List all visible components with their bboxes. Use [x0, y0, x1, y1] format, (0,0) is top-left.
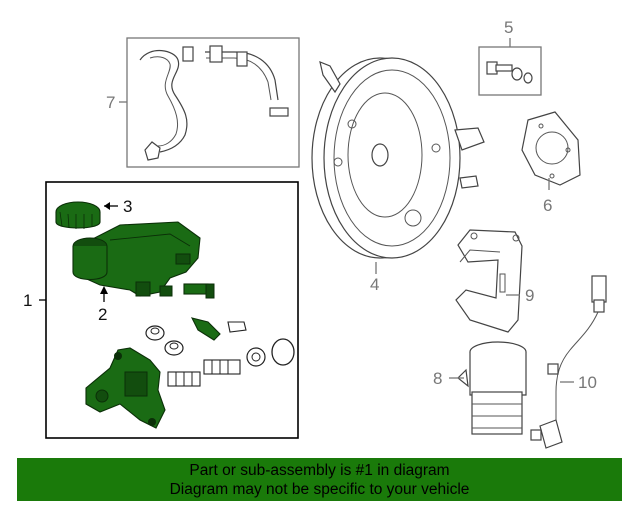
- banner-line-2: Diagram may not be specific to your vehi…: [169, 481, 470, 498]
- grommet-lower[interactable]: [164, 340, 184, 356]
- grommet-upper[interactable]: [145, 325, 165, 341]
- callout-7: 7: [106, 93, 115, 112]
- fluid-reservoir[interactable]: [72, 221, 215, 299]
- gasket[interactable]: [521, 111, 581, 186]
- callout-4: 4: [370, 275, 379, 294]
- master-cylinder-body[interactable]: [85, 347, 166, 429]
- vacuum-pump[interactable]: [457, 341, 527, 435]
- callout-8: 8: [433, 369, 442, 388]
- callout-9: 9: [525, 286, 534, 305]
- callout-6: 6: [543, 196, 552, 215]
- info-banner: Part or sub-assembly is #1 in diagram Di…: [17, 458, 622, 501]
- arrow-2: [100, 286, 108, 294]
- piston-set[interactable]: [167, 359, 241, 387]
- seal-ring[interactable]: [246, 347, 266, 367]
- mounting-bracket[interactable]: [455, 229, 523, 333]
- callout-3: 3: [123, 197, 132, 216]
- banner-line-1: Part or sub-assembly is #1 in diagram: [189, 462, 450, 479]
- bolt-kit-group[interactable]: [478, 46, 542, 96]
- sensor-harness[interactable]: [530, 275, 607, 449]
- callout-5: 5: [504, 18, 513, 37]
- brake-booster[interactable]: [311, 57, 485, 259]
- retaining-bolt[interactable]: [227, 321, 247, 333]
- callout-1: 1: [23, 291, 32, 310]
- o-ring[interactable]: [271, 338, 295, 366]
- assembly-1-box[interactable]: [45, 181, 299, 439]
- arrow-3: [104, 202, 110, 210]
- callout-2: 2: [98, 305, 107, 324]
- callout-10: 10: [578, 373, 597, 392]
- vacuum-hose-group[interactable]: [126, 37, 300, 168]
- reservoir-cap[interactable]: [55, 201, 101, 229]
- reservoir-pin[interactable]: [190, 317, 221, 341]
